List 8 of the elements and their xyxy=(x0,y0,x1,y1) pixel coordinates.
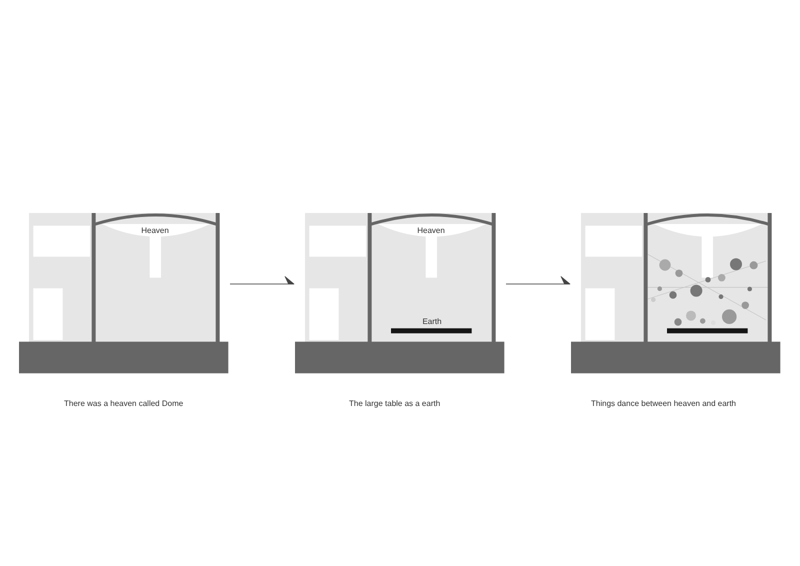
panel-caption: The large table as a earth xyxy=(349,400,440,408)
section-label: Heaven xyxy=(417,227,445,235)
panel-caption: Things dance between heaven and earth xyxy=(591,400,736,408)
arrow xyxy=(230,276,294,284)
arrow xyxy=(506,276,570,284)
panel-caption: There was a heaven called Dome xyxy=(64,400,184,408)
section-label: Heaven xyxy=(141,227,169,235)
section-label: Earth xyxy=(422,318,442,326)
